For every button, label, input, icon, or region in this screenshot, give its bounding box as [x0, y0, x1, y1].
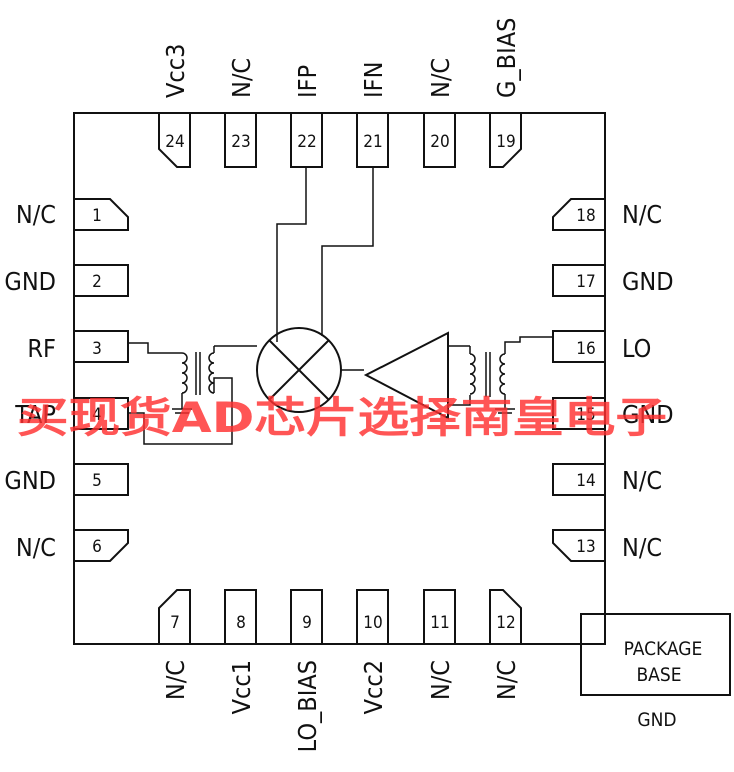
ifp-trace: [276, 167, 307, 342]
pin-label: Vcc2: [359, 660, 388, 714]
pin-number: 9: [302, 613, 312, 633]
pin-9: 9 LO_BIAS: [290, 589, 323, 752]
pin-18: 18 N/C: [552, 198, 662, 231]
pin-23: 23 N/C: [224, 58, 257, 168]
pin-11: 11 N/C: [423, 589, 456, 700]
pin-8: 8 Vcc1: [224, 589, 257, 714]
pin-20: 20 N/C: [423, 58, 456, 168]
pin-number: 19: [496, 132, 515, 152]
ifn-trace: [321, 167, 374, 336]
pin-14: 14 N/C: [552, 463, 662, 496]
pin-number: 21: [363, 132, 382, 152]
pin-7: 7 N/C: [158, 589, 191, 700]
pin-label: IFN: [359, 62, 388, 98]
pin-4: 4 TAP: [14, 397, 129, 430]
pin-number: 12: [496, 613, 515, 633]
package-base-line2: BASE: [636, 664, 681, 686]
pin-label: LO: [622, 334, 651, 363]
tap-trace: [128, 412, 145, 430]
pin-number: 3: [92, 339, 102, 359]
pin-label: G_BIAS: [492, 18, 521, 98]
pin-number: 10: [363, 613, 382, 633]
pin-5: 5 GND: [4, 463, 129, 496]
pin-label: N/C: [426, 58, 455, 98]
pin-number: 11: [430, 613, 449, 633]
pin-number: 18: [576, 206, 595, 226]
pin-label: GND: [4, 466, 56, 495]
package-base-box: [580, 613, 731, 696]
pin-number: 1: [92, 206, 102, 226]
pin-number: 7: [170, 613, 180, 633]
pin-6: 6 N/C: [16, 529, 129, 562]
pin-number: 2: [92, 272, 102, 292]
pin-number: 5: [92, 471, 102, 491]
pin-label: N/C: [622, 466, 662, 495]
pin-10: 10 Vcc2: [356, 589, 389, 714]
pin-label: N/C: [622, 533, 662, 562]
pin-13: 13 N/C: [552, 529, 662, 562]
pin-3: 3 RF: [27, 330, 129, 363]
pin-1: 1 N/C: [16, 198, 129, 231]
pin-22: 22 IFP: [290, 65, 323, 168]
pin-label: GND: [622, 400, 674, 429]
pin-16: 16 LO: [552, 330, 651, 363]
pin-number: 8: [236, 613, 246, 633]
pin-number: 24: [165, 132, 184, 152]
pin-label: GND: [4, 267, 56, 296]
package-base-line1: PACKAGE: [624, 638, 703, 660]
rf-balun-transformer: [143, 345, 257, 445]
pin-label: GND: [622, 267, 674, 296]
package-base-ground: GND: [637, 709, 676, 731]
pin-number: 14: [576, 471, 595, 491]
pin-number: 23: [231, 132, 250, 152]
lo-balun-transformer: [448, 336, 553, 414]
pin-label: N/C: [16, 200, 56, 229]
pin-number: 17: [576, 272, 595, 292]
package-body: [73, 112, 606, 645]
pin-label: N/C: [426, 660, 455, 700]
pin-label: IFP: [293, 65, 322, 98]
pin-label: N/C: [492, 660, 521, 700]
pin-19: 19 G_BIAS: [489, 18, 522, 168]
pin-label: N/C: [16, 533, 56, 562]
pin-2: 2 GND: [4, 264, 129, 297]
pin-label: N/C: [161, 660, 190, 700]
pin-label: N/C: [227, 58, 256, 98]
pin-label: N/C: [622, 200, 662, 229]
pin-label: LO_BIAS: [293, 660, 322, 752]
pin-24: 24 Vcc3: [158, 44, 191, 168]
rf-trace: [128, 342, 182, 354]
pin-label: Vcc1: [227, 660, 256, 714]
pin-number: 13: [576, 537, 595, 557]
pin-number: 6: [92, 537, 102, 557]
pin-number: 15: [576, 405, 595, 425]
pin-number: 16: [576, 339, 595, 359]
pin-15: 15 GND: [552, 397, 674, 430]
pin-number: 22: [297, 132, 316, 152]
pin-21: 21 IFN: [356, 62, 389, 168]
pin-label: Vcc3: [161, 44, 190, 98]
pin-label: TAP: [14, 400, 56, 429]
pin-17: 17 GND: [552, 264, 674, 297]
lo-amplifier-symbol: [363, 331, 449, 420]
pin-number: 20: [430, 132, 449, 152]
pin-number: 4: [92, 405, 102, 425]
pin-12: 12 N/C: [489, 589, 522, 700]
watermark-text: 买现货AD芯片选择南皇电子: [17, 393, 667, 442]
pin-label: RF: [27, 334, 56, 363]
